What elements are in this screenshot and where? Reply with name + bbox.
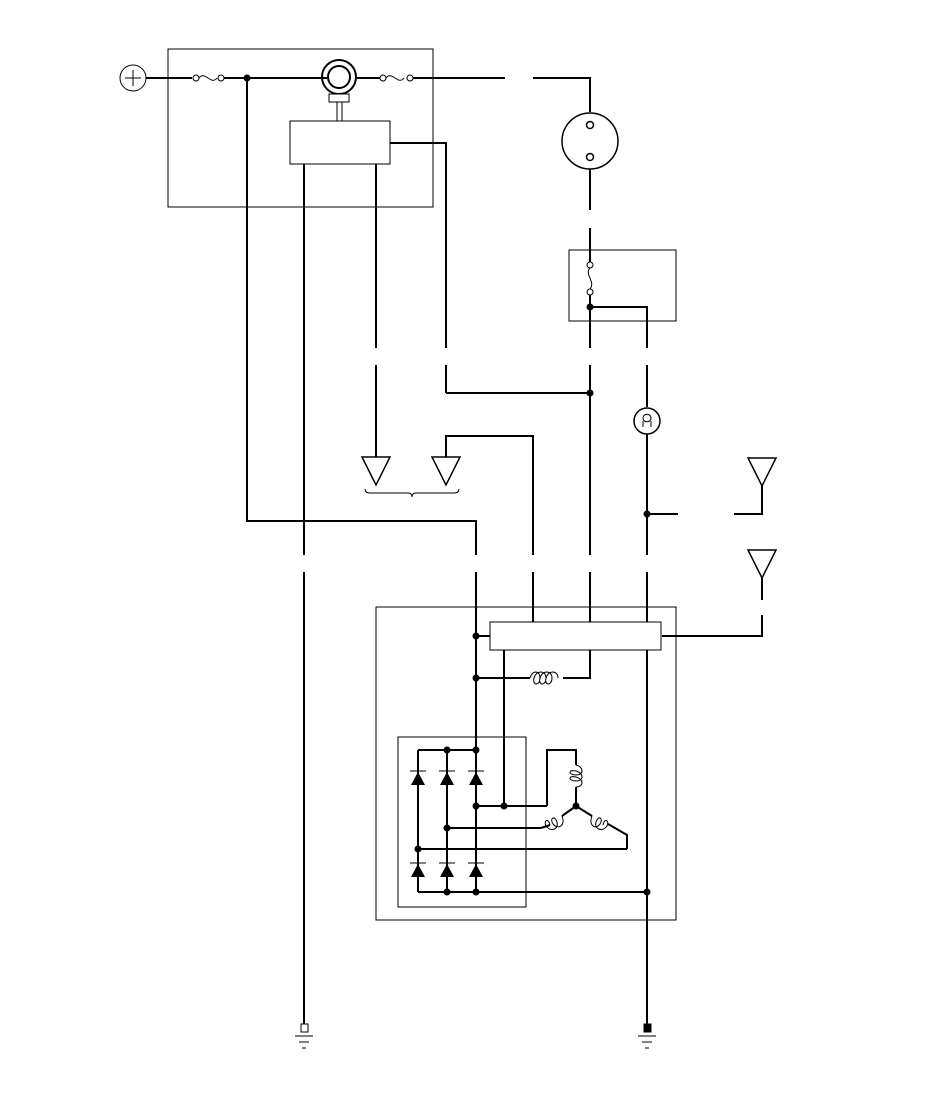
charging-fuse-icon: [379, 74, 414, 82]
relay: [568, 249, 677, 322]
stator-windings-icon: [540, 749, 628, 849]
connector-pair-icon: [360, 456, 462, 498]
diode-lower-3-icon: [468, 862, 484, 877]
ground-right-icon: [638, 1023, 656, 1049]
control-module: [289, 120, 391, 165]
diode-lower-1-icon: [410, 862, 426, 877]
diode-upper-2-icon: [439, 770, 455, 785]
field-coil-icon: [529, 671, 559, 685]
diode-lower-2-icon: [439, 862, 455, 877]
battery-positive-terminal: [119, 64, 147, 92]
alternator: [375, 606, 677, 921]
fuse-box: [167, 48, 434, 208]
indicator-lamp-icon: [561, 112, 619, 170]
voltage-regulator: [489, 621, 662, 651]
ignition-switch-icon: [321, 59, 357, 121]
connector-upper-right-icon: [746, 457, 778, 488]
warning-light-bulb-icon: [633, 407, 661, 435]
connector-lower-right-icon: [746, 549, 778, 580]
ignition-fuse-icon: [192, 74, 225, 82]
ground-left-icon: [295, 1023, 313, 1049]
diode-upper-1-icon: [410, 770, 426, 785]
diode-upper-3-icon: [468, 770, 484, 785]
relay-contact-icon: [586, 261, 594, 296]
rectifier-bridge: [397, 736, 527, 908]
